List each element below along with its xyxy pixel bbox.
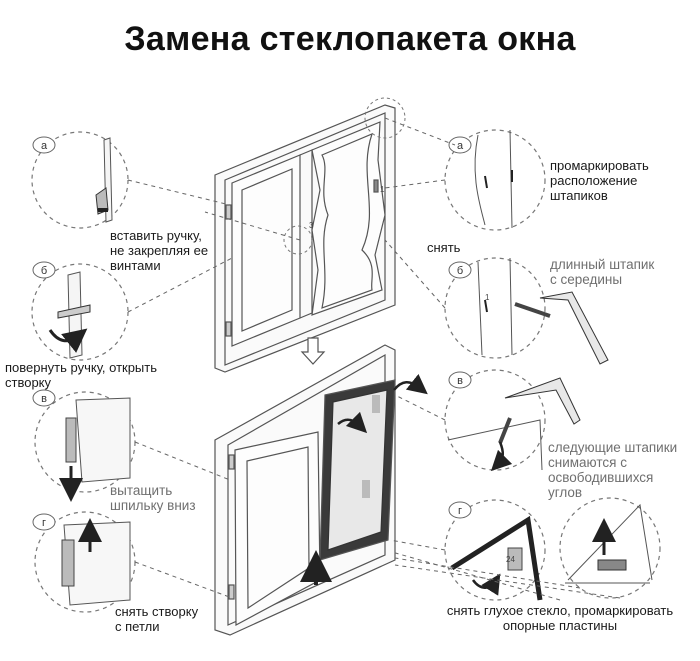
marker-number-one: 1 — [485, 293, 490, 302]
right-step-letter-2-bg — [448, 371, 472, 389]
right-caption-a: промаркировать расположение штапиков — [550, 158, 649, 203]
right-detail-c — [444, 369, 581, 472]
down-arrow-icon — [300, 337, 326, 365]
right-step-letter-0-bg — [448, 136, 472, 154]
left-step-letter-0-bg — [32, 136, 56, 154]
rotate-arrow-icon — [337, 411, 368, 434]
zoom-circle — [364, 97, 406, 139]
remove-label: снять — [427, 240, 461, 255]
right-caption-b: длинный штапик с середины — [550, 257, 655, 287]
bottom-window — [214, 344, 396, 636]
right-detail-a — [444, 129, 546, 231]
right-step-letter-1: б — [457, 265, 463, 277]
leader-lines — [127, 117, 621, 601]
hammer-icon — [539, 291, 609, 365]
left-detail-b — [31, 263, 129, 361]
left-step-letter-0: а — [41, 140, 48, 152]
rotate-arrow-icon — [48, 328, 88, 353]
step-letter-badges: а б в г а б в г — [32, 136, 472, 531]
page-title: Замена стеклопакета окна — [124, 20, 576, 58]
right-step-letter-2: в — [457, 375, 463, 387]
zoom-circle — [283, 225, 313, 255]
rotate-arrow-icon — [393, 373, 428, 395]
left-detail-a — [31, 131, 129, 229]
left-step-letter-1: б — [41, 265, 47, 277]
marker-number-three: 3 — [309, 221, 314, 230]
right-detail-b — [444, 257, 609, 365]
left-step-letter-2: в — [41, 393, 47, 405]
marker-number-one: 1 — [380, 185, 385, 194]
right-caption-c: следующие штапики снимаются с освободивш… — [548, 440, 678, 500]
right-caption-d: снять глухое стекло, промаркировать опор… — [446, 603, 674, 633]
left-caption-d: снять створку с петли — [115, 604, 199, 634]
left-detail-d — [34, 511, 136, 613]
marker-number-twentyfour: 24 — [506, 555, 515, 564]
hammer-icon — [504, 377, 581, 425]
left-caption-c: вытащить шпильку вниз — [110, 483, 196, 513]
left-caption-b: повернуть ручку, открыть створку — [5, 360, 158, 390]
left-step-letter-3-bg — [32, 513, 56, 531]
top-window — [214, 104, 396, 373]
left-step-letter-1-bg — [32, 261, 56, 279]
right-step-letter-1-bg — [448, 261, 472, 279]
right-step-letter-3-bg — [448, 501, 472, 519]
left-caption-a: вставить ручку, не закрепляя ее винтами — [110, 228, 209, 273]
left-detail-c — [34, 391, 136, 502]
right-step-letter-3: г — [458, 505, 462, 517]
right-detail-e — [559, 497, 661, 599]
left-step-letter-2-bg — [32, 389, 56, 407]
right-detail-d — [444, 499, 546, 601]
right-step-letter-0: а — [457, 140, 464, 152]
left-step-letter-3: г — [42, 517, 46, 529]
